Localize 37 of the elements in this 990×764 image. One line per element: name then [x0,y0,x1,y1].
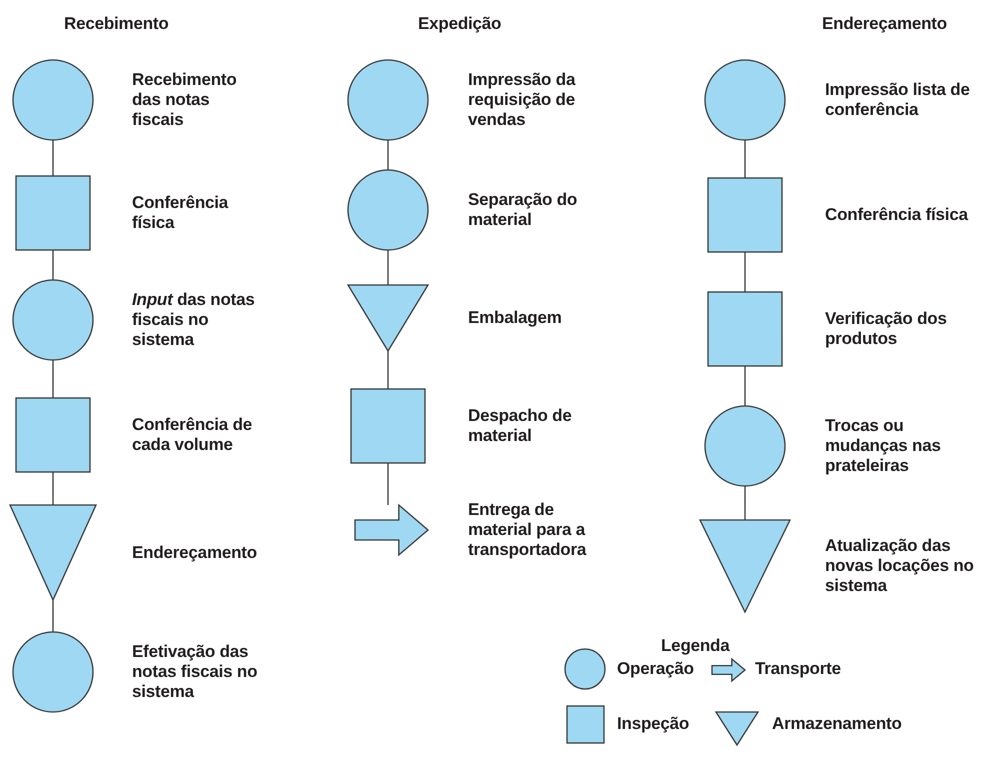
step-label: Atualização das novas locações no sistema [825,536,975,596]
step-label: Impressão da requisição de vendas [468,70,576,130]
step-label: Efetivação das notas fiscais no sistema [132,642,258,702]
step-label: Endereçamento [132,542,258,562]
connector-line [387,140,389,170]
connector-line [52,600,54,632]
step-label: Input das notas fiscais no sistema [132,290,256,350]
column-heading: Recebimento [64,14,169,34]
step-label: Entrega de material para a transportadora [468,500,588,560]
step-label: Conferência de cada volume [132,415,254,455]
step-label: Trocas ou mudanças nas prateleiras [825,416,942,476]
legend-label: Inspeção [617,714,690,734]
column-heading: Endereçamento [822,14,947,34]
step-label: Impressão lista de conferência [825,80,971,120]
connector-line [744,486,746,520]
connector-line [387,463,389,505]
connector-line [744,140,746,178]
connector-line [52,360,54,398]
connector-line [52,472,54,505]
connector-line [52,140,54,176]
step-label: Embalagem [468,308,563,328]
step-label: Verificação dos produtos [825,309,948,349]
legend-label: Transporte [755,659,841,679]
column-heading: Expedição [418,14,502,34]
step-label: Separação do material [468,190,578,230]
connector-line [744,366,746,406]
step-label: Despacho de material [468,406,573,446]
legend-title: Legenda [661,636,730,656]
legend-label: Operação [617,659,694,679]
step-label: Conferência física [825,205,970,225]
connector-line [52,250,54,280]
legend-label: Armazenamento [772,714,902,734]
connector-line [387,250,389,285]
step-label: Conferência física [132,193,230,233]
connector-line [387,351,389,389]
connector-line [744,252,746,292]
step-label: Recebimento das notas fiscais [132,70,238,130]
